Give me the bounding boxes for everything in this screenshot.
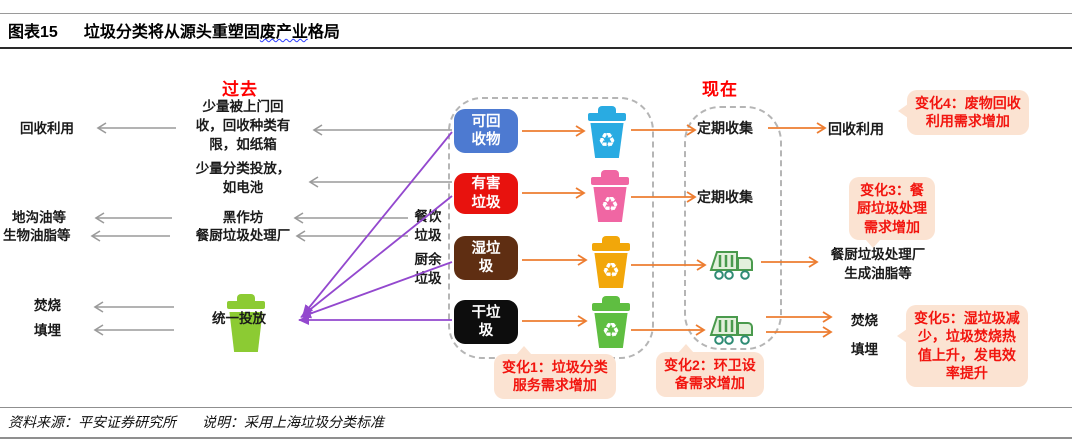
callout-5: 变化5：湿垃圾减 少，垃圾焚烧热 值上升，发电效 率提升	[897, 305, 1028, 387]
category-hazardous-box: 有害 垃圾	[454, 173, 518, 214]
footer-rule-bottom	[0, 437, 1072, 439]
top-rule	[0, 13, 1072, 14]
past-recycle-label: 回收利用	[20, 121, 74, 136]
figure-title-tail: 格局	[307, 24, 340, 41]
collect-2-label: 定期收集	[697, 189, 753, 205]
incinerate-now-label: 焚烧	[851, 313, 878, 328]
bin-body	[229, 312, 263, 352]
footer-note: 说明：采用上海垃圾分类标准	[202, 416, 384, 431]
bin-lid	[588, 113, 626, 121]
recycle-glyph: ♻	[602, 259, 620, 282]
landfill-now-label: 填埋	[851, 342, 878, 357]
bin-lid	[592, 303, 630, 311]
arrow-wet-to-unified	[300, 261, 453, 319]
category-recyclable-box: 可回 收物	[454, 109, 518, 153]
gray-arrows	[90, 122, 452, 336]
title-rule	[0, 47, 1072, 49]
callout-4: 变化4：废物回收 利用需求增加	[898, 90, 1029, 135]
recycle-glyph: ♻	[601, 193, 619, 216]
garbage-truck-2-icon	[709, 316, 753, 345]
bin-lid	[591, 177, 629, 185]
bin-hazardous-icon: ♻	[590, 170, 630, 222]
incinerate-past-label: 焚烧	[34, 298, 61, 313]
arrow-recyclable-to-unified	[302, 131, 453, 316]
callout-1: 变化1：垃圾分类 服务需求增加	[494, 346, 616, 399]
bin-lid-bump	[601, 170, 619, 179]
category-dry-box: 干垃 圾	[454, 300, 518, 344]
unified-drop-label: 统一投放	[212, 311, 266, 326]
bin-lid-bump	[602, 296, 620, 305]
bin-body: ♻	[594, 253, 628, 288]
landfill-past-label: 填埋	[34, 323, 61, 338]
figure-title-text: 垃圾分类将从源头重塑固	[83, 24, 260, 41]
garbage-truck-1-icon	[709, 251, 753, 280]
arrow-hazardous-to-unified	[301, 195, 453, 317]
black-workshop-label: 黑作坊	[222, 210, 264, 225]
bin-recyclable-icon: ♻	[587, 106, 627, 158]
bio-grease-label: 生物油脂等	[3, 228, 71, 243]
callout-2: 变化2：环卫设 备需求增加	[656, 344, 764, 397]
footer-source: 资料来源：平安证券研究所	[8, 416, 176, 431]
kitchen-plant-note: 餐厨垃圾处理厂 生成油脂等	[830, 247, 926, 281]
footer-note-row: 资料来源：平安证券研究所 说明：采用上海垃圾分类标准	[8, 412, 384, 432]
unified-drop-bin-icon	[226, 294, 265, 352]
figure-title: 图表15 垃圾分类将从源头重塑固废产业格局	[8, 18, 340, 42]
kitchen-plant-past-label: 餐厨垃圾处理厂	[195, 228, 291, 243]
purple-arrows	[298, 131, 453, 325]
bin-body: ♻	[593, 187, 627, 222]
now-recycle-label: 回收利用	[828, 121, 884, 137]
callout-3: 变化3：餐 厨垃圾处理 需求增加	[849, 177, 935, 249]
recycle-glyph: ♻	[602, 319, 620, 342]
bin-lid	[227, 301, 265, 309]
bin-lid-bump	[598, 106, 616, 115]
footer-rule-top	[0, 407, 1072, 408]
bin-lid-bump	[602, 236, 620, 245]
gutter-oil-label: 地沟油等	[12, 210, 66, 225]
bin-body: ♻	[590, 123, 624, 158]
bin-wet-icon: ♻	[591, 236, 631, 288]
recycle-glyph: ♻	[598, 129, 616, 152]
figure-tag: 图表15	[8, 24, 58, 41]
category-wet-box: 湿垃 圾	[454, 236, 518, 280]
door-recycle-note: 少量被上门回 收，回收种类有 限，如纸箱	[195, 99, 291, 152]
bin-dry-icon: ♻	[591, 296, 631, 348]
now-header: 现在	[702, 80, 738, 99]
kitchen-waste-label: 厨余 垃圾	[414, 252, 442, 286]
bin-lid-bump	[237, 294, 255, 303]
collection-dashed-lane	[684, 106, 782, 350]
bin-lid	[592, 243, 630, 251]
orange-arrows	[522, 122, 833, 338]
past-header: 过去	[222, 80, 258, 99]
sorted-drop-note: 少量分类投放， 如电池	[195, 161, 291, 195]
bin-body: ♻	[594, 313, 628, 348]
title-wavy-underline: 废产业	[259, 24, 308, 41]
